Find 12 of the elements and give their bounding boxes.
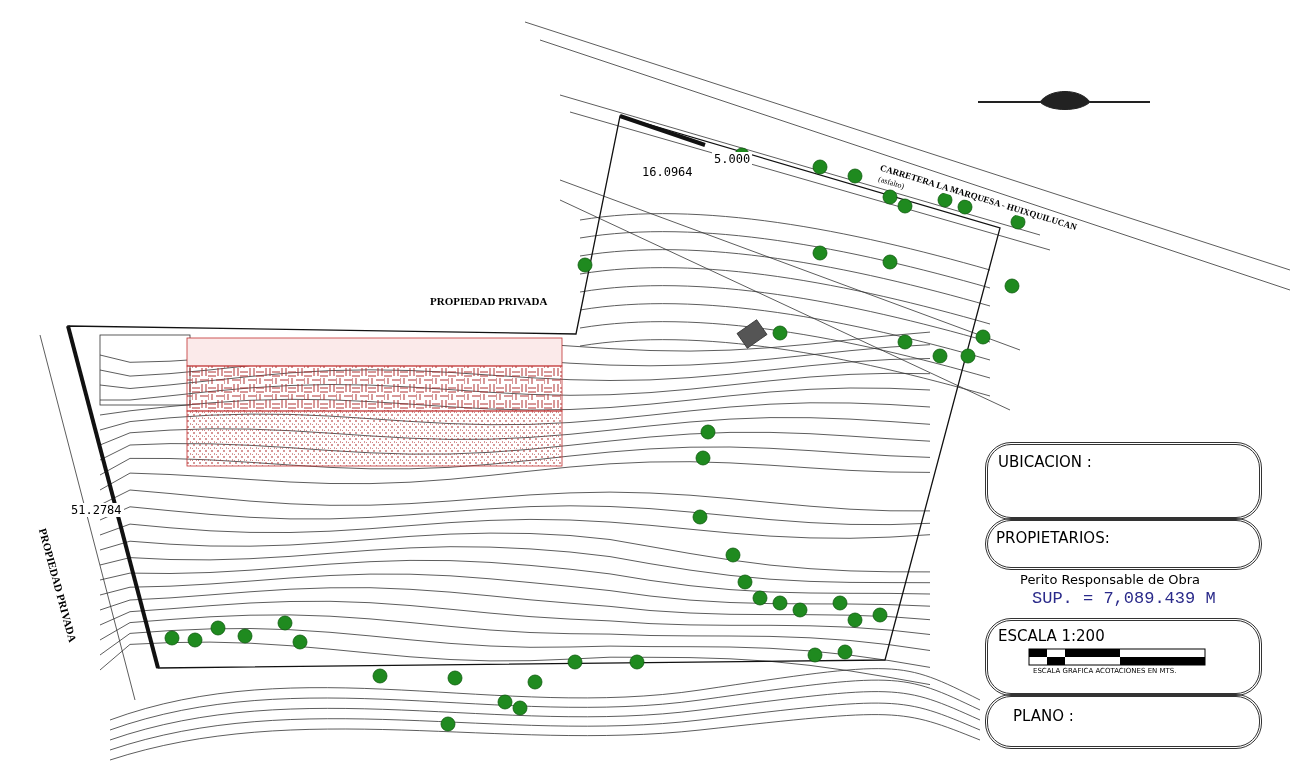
title-block-panel — [985, 694, 1262, 749]
adjacent-property-label: PROPIEDAD PRIVADA — [428, 295, 550, 308]
panel-heading: PLANO : — [1013, 709, 1074, 724]
boundary-dimension: 5.000 — [712, 152, 753, 166]
boundary-dimension: 16.0964 — [640, 165, 695, 179]
title-block-panel — [985, 618, 1262, 696]
surface-area-label: SUP. = 7,089.439 M — [1030, 589, 1218, 608]
boundary-dimension: 51.2784 — [69, 503, 124, 517]
panel-heading: ESCALA 1:200 — [998, 629, 1105, 644]
panel-heading: UBICACION : — [998, 455, 1092, 470]
title-block-panel — [985, 442, 1262, 520]
panel-heading: PROPIETARIOS: — [996, 531, 1110, 546]
